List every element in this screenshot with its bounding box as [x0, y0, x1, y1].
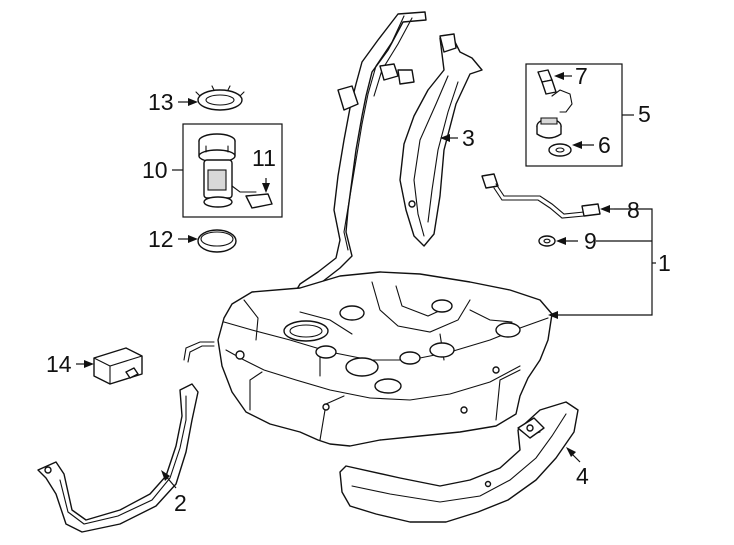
callout-12: 12: [148, 226, 174, 252]
sensor-harness: [481, 173, 601, 219]
callout-5: 5: [638, 101, 651, 127]
lock-ring: [195, 85, 245, 111]
gasket: [197, 229, 237, 253]
callout-2: 2: [174, 490, 187, 516]
callout-7: 7: [575, 63, 588, 89]
seal-washer: [548, 143, 572, 157]
callout-6: 6: [598, 132, 611, 158]
callout-10: 10: [142, 157, 168, 183]
level-sender: [536, 69, 573, 139]
grommet: [538, 235, 556, 247]
callout-9: 9: [584, 228, 597, 254]
callout-13: 13: [148, 89, 174, 115]
callout-4: 4: [576, 463, 589, 489]
heat-shield: [399, 33, 483, 247]
callout-3: 3: [462, 125, 475, 151]
tank-strap: [37, 383, 199, 533]
callout-1: 1: [658, 250, 671, 276]
leader-lines: [76, 72, 656, 489]
callout-8: 8: [627, 197, 640, 223]
fuel-tank: [183, 271, 553, 447]
control-module: [93, 347, 143, 385]
callout-11: 11: [252, 145, 276, 171]
lower-shield: [339, 401, 579, 523]
fuel-pump-module: [198, 133, 273, 209]
callout-14: 14: [46, 351, 72, 377]
